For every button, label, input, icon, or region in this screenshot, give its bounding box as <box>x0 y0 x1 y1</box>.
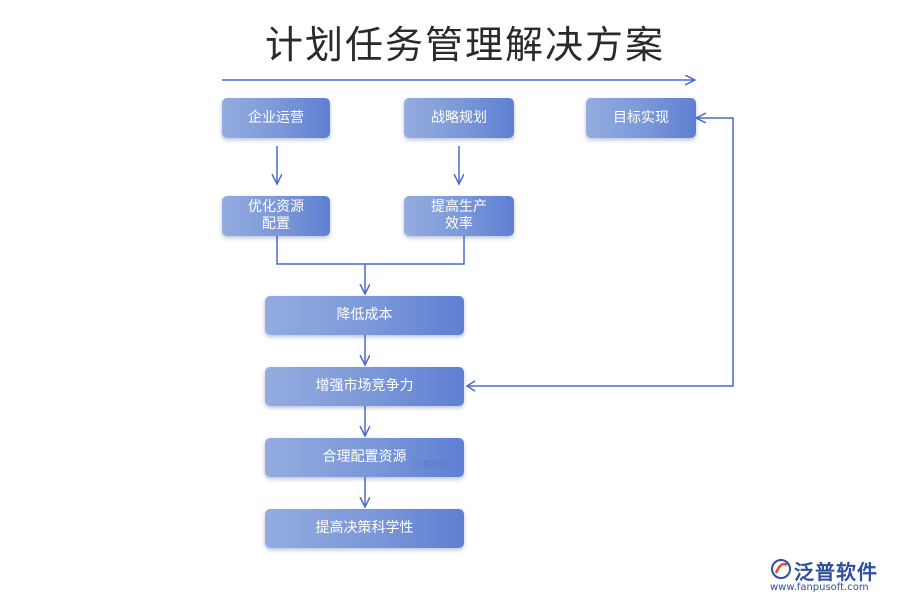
logo-url: www.fanpusoft.com <box>770 582 869 593</box>
connector-feedback-loop <box>467 118 734 387</box>
watermark-text: 泛普软件 <box>413 461 450 471</box>
brand-logo: 泛普软件 www.fanpusoft.com <box>770 556 895 596</box>
node-enterprise-ops: 企业运营 <box>222 98 330 138</box>
node-goal-achieve: 目标实现 <box>586 98 696 138</box>
logo-icon <box>771 559 791 579</box>
node-strategy-plan: 战略规划 <box>404 98 514 138</box>
node-improve-decisions: 提高决策科学性 <box>265 509 464 548</box>
node-reduce-cost: 降低成本 <box>265 296 464 335</box>
connector-merge <box>276 236 465 265</box>
node-enhance-competitiveness: 增强市场竞争力 <box>265 367 464 406</box>
node-optimize-resources: 优化资源 配置 <box>222 196 330 236</box>
logo-name: 泛普软件 <box>794 560 878 584</box>
diagram-title: 计划任务管理解决方案 <box>264 23 665 67</box>
node-improve-efficiency: 提高生产 效率 <box>404 196 514 236</box>
node-allocate-resources: 合理配置资源 <box>265 438 464 477</box>
connector-feedback-head <box>465 380 476 392</box>
